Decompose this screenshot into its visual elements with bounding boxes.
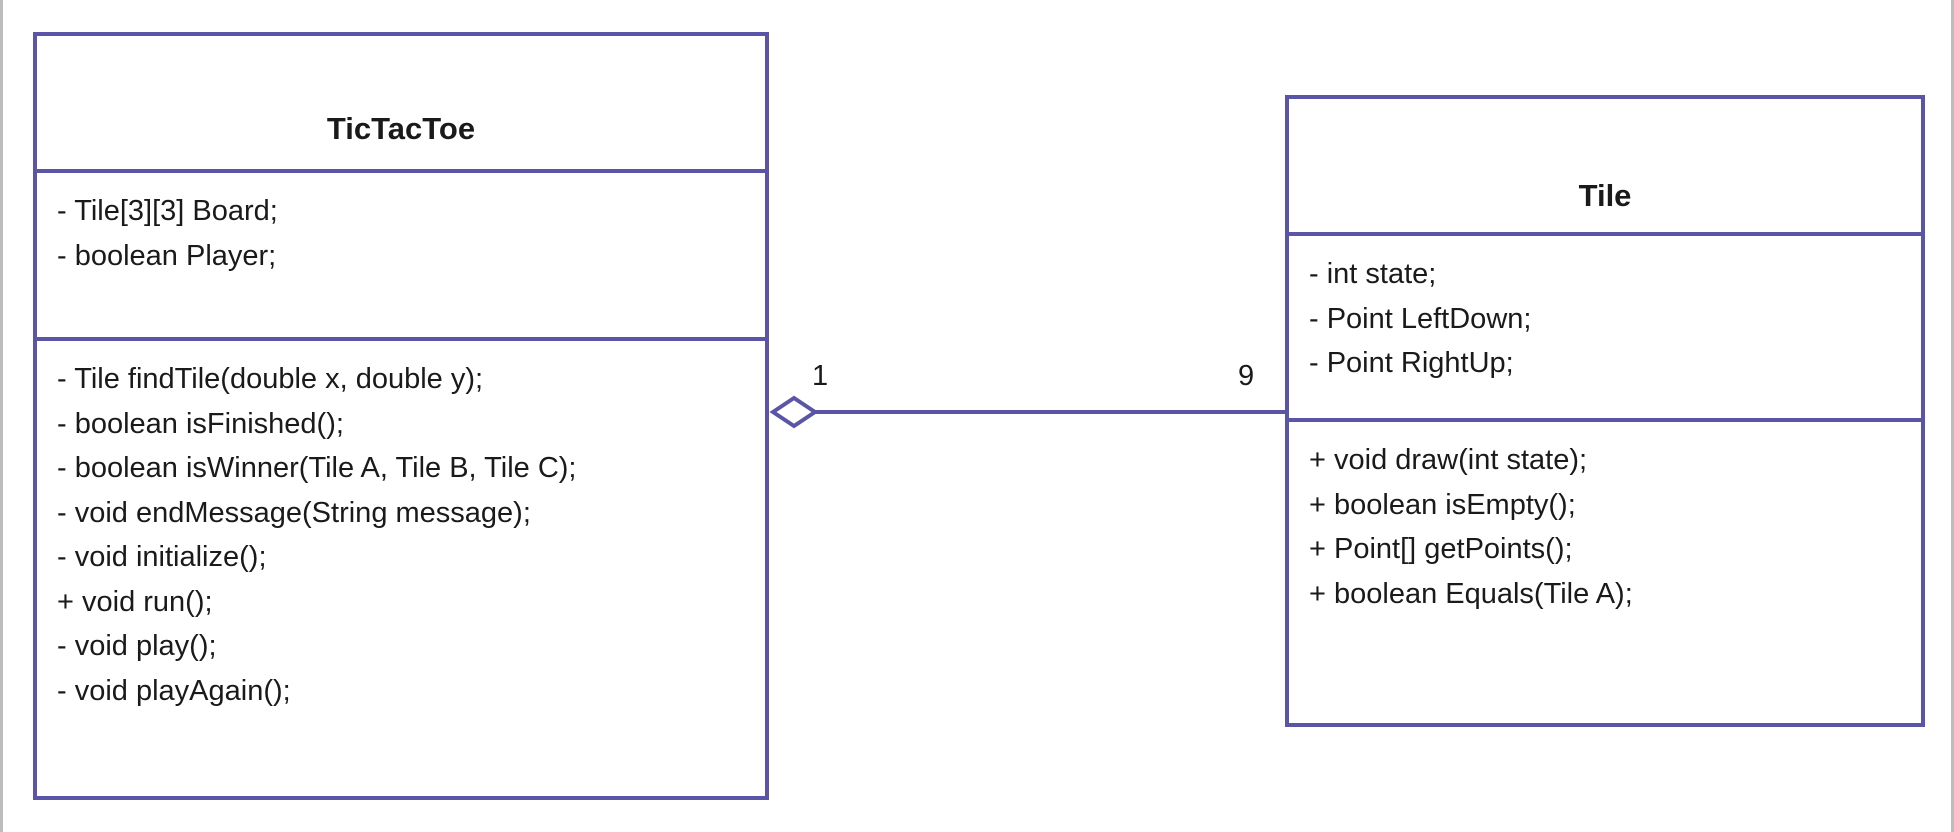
methods-section: + void draw(int state); + boolean isEmpt… — [1289, 422, 1921, 616]
multiplicity-target: 9 — [1238, 360, 1255, 392]
class-tile[interactable]: Tile - int state; - Point LeftDown; - Po… — [1285, 95, 1925, 727]
attributes-section: - Tile[3][3] Board; - boolean Player; — [37, 173, 765, 341]
frame-edge-right — [1951, 0, 1954, 832]
method: + void draw(int state); — [1309, 444, 1588, 476]
class-name: TicTacToe — [37, 36, 765, 173]
method: - boolean isFinished(); — [57, 407, 344, 440]
method: + boolean isEmpty(); — [1309, 488, 1576, 521]
attribute: - Tile[3][3] Board; — [57, 195, 278, 227]
class-tictactoe[interactable]: TicTacToe - Tile[3][3] Board; - boolean … — [33, 32, 769, 800]
method: - void play(); — [57, 630, 217, 662]
attribute: - Point LeftDown; — [1309, 302, 1532, 335]
attribute: - Point RightUp; — [1309, 347, 1514, 379]
method: + boolean Equals(Tile A); — [1309, 577, 1633, 610]
method: - boolean isWinner(Tile A, Tile B, Tile … — [57, 452, 577, 484]
class-name: Tile — [1289, 99, 1921, 236]
attributes-section: - int state; - Point LeftDown; - Point R… — [1289, 236, 1921, 422]
aggregation-diamond-icon — [769, 395, 819, 429]
attribute: - int state; — [1309, 258, 1437, 290]
method: + Point[] getPoints(); — [1309, 533, 1573, 565]
method: - void initialize(); — [57, 541, 267, 573]
method: + void run(); — [57, 585, 213, 618]
methods-section: - Tile findTile(double x, double y); - b… — [37, 341, 765, 713]
method: - void playAgain(); — [57, 674, 291, 707]
method: - void endMessage(String message); — [57, 496, 531, 529]
method: - Tile findTile(double x, double y); — [57, 363, 484, 395]
multiplicity-source: 1 — [812, 360, 829, 392]
frame-edge-left — [0, 0, 3, 832]
attribute: - boolean Player; — [57, 239, 277, 272]
